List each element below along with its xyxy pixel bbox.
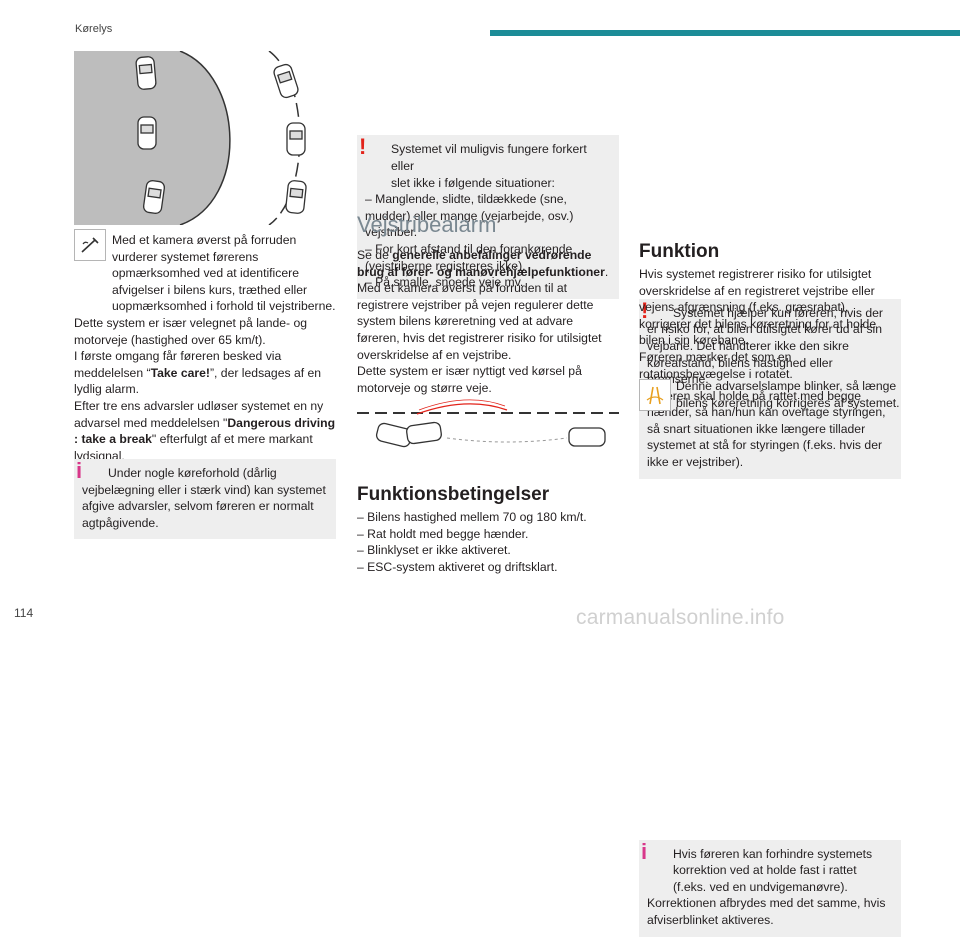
condition-item: – Bilens hastighed mellem 70 og 180 km/t… xyxy=(357,510,587,524)
function-feel: Føreren mærker det som en rotationsbevæg… xyxy=(639,349,793,381)
condition-item: – Blinklyset er ikke aktiveret. xyxy=(357,543,511,558)
warning-box-limitations: ! Systemet vil muligvis fungere forkert … xyxy=(357,134,619,299)
warning-lamp-text-second: bilens køreretning korrigeres af systeme… xyxy=(676,395,900,410)
camera-note-body: vurderer systemet førerens opmærksomhed … xyxy=(112,249,336,314)
driver-attention-illustration xyxy=(74,51,336,225)
lane-warning-lamp-icon xyxy=(639,379,671,411)
car-icon xyxy=(142,180,166,214)
limitation-item: – Manglende, slidte, tildækkede (sne, mu… xyxy=(365,192,574,240)
repeat-alert-text: Efter tre ens advarsler udløser systemet… xyxy=(74,398,336,463)
car-icon xyxy=(137,116,157,150)
section-heading-function: Funktion xyxy=(639,241,720,262)
condition-item: – ESC-system aktiveret og driftsklart. xyxy=(357,559,558,574)
car-icon xyxy=(286,122,306,156)
info-icon: i xyxy=(641,838,648,864)
header-accent-bar xyxy=(490,30,960,36)
info-icon: i xyxy=(76,458,83,483)
lane-alarm-usage: Dette system er især nyttigt ved kørsel … xyxy=(357,364,582,395)
suitability-text: Dette system er især velegnet på lande- … xyxy=(74,315,308,347)
limitation-item: – For kort afstand til den forankørende … xyxy=(365,241,573,273)
first-alert-text: I første omgang får føreren besked via m… xyxy=(74,349,322,397)
camera-note-first-line: Med et kamera øverst på forruden xyxy=(112,233,297,247)
watermark: carmanualsonline.info xyxy=(576,606,785,629)
car-icon xyxy=(273,63,299,99)
warning-icon: ! xyxy=(641,297,649,323)
condition-item: – Rat holdt med begge hænder. xyxy=(357,526,529,541)
car-icon xyxy=(285,180,307,214)
lane-correction-illustration xyxy=(357,398,619,466)
section-title: Kørelys xyxy=(75,23,113,35)
limitation-item: – På smalle, snoede veje mv. xyxy=(365,275,524,290)
warning-icon: ! xyxy=(359,134,367,160)
info-box-false-alerts: i Under nogle køreforhold (dårlig vejbel… xyxy=(74,458,336,540)
car-icon xyxy=(135,56,157,90)
lane-alarm-description: Med et kamera øverst på forruden til at … xyxy=(357,281,602,362)
section-heading-conditions: Funktionsbetingelser xyxy=(357,484,550,505)
info-box-override: i Hvis føreren kan forhindre systemets k… xyxy=(639,838,901,937)
recommendations-text: Se de generelle anbefalinger vedrørende … xyxy=(357,248,609,279)
page-number: 114 xyxy=(14,606,34,620)
camera-icon xyxy=(74,229,106,261)
warning-box-driver-responsibility: ! Systemet hjælper kun føreren, hvis der… xyxy=(639,297,901,479)
function-description: Hvis systemet registrerer risiko for uti… xyxy=(639,267,877,348)
section-heading-lane-alarm: Vejstribealarm xyxy=(357,212,497,237)
warning-lamp-text-first: Denne advarselslampe blinker, så længe xyxy=(676,379,897,393)
